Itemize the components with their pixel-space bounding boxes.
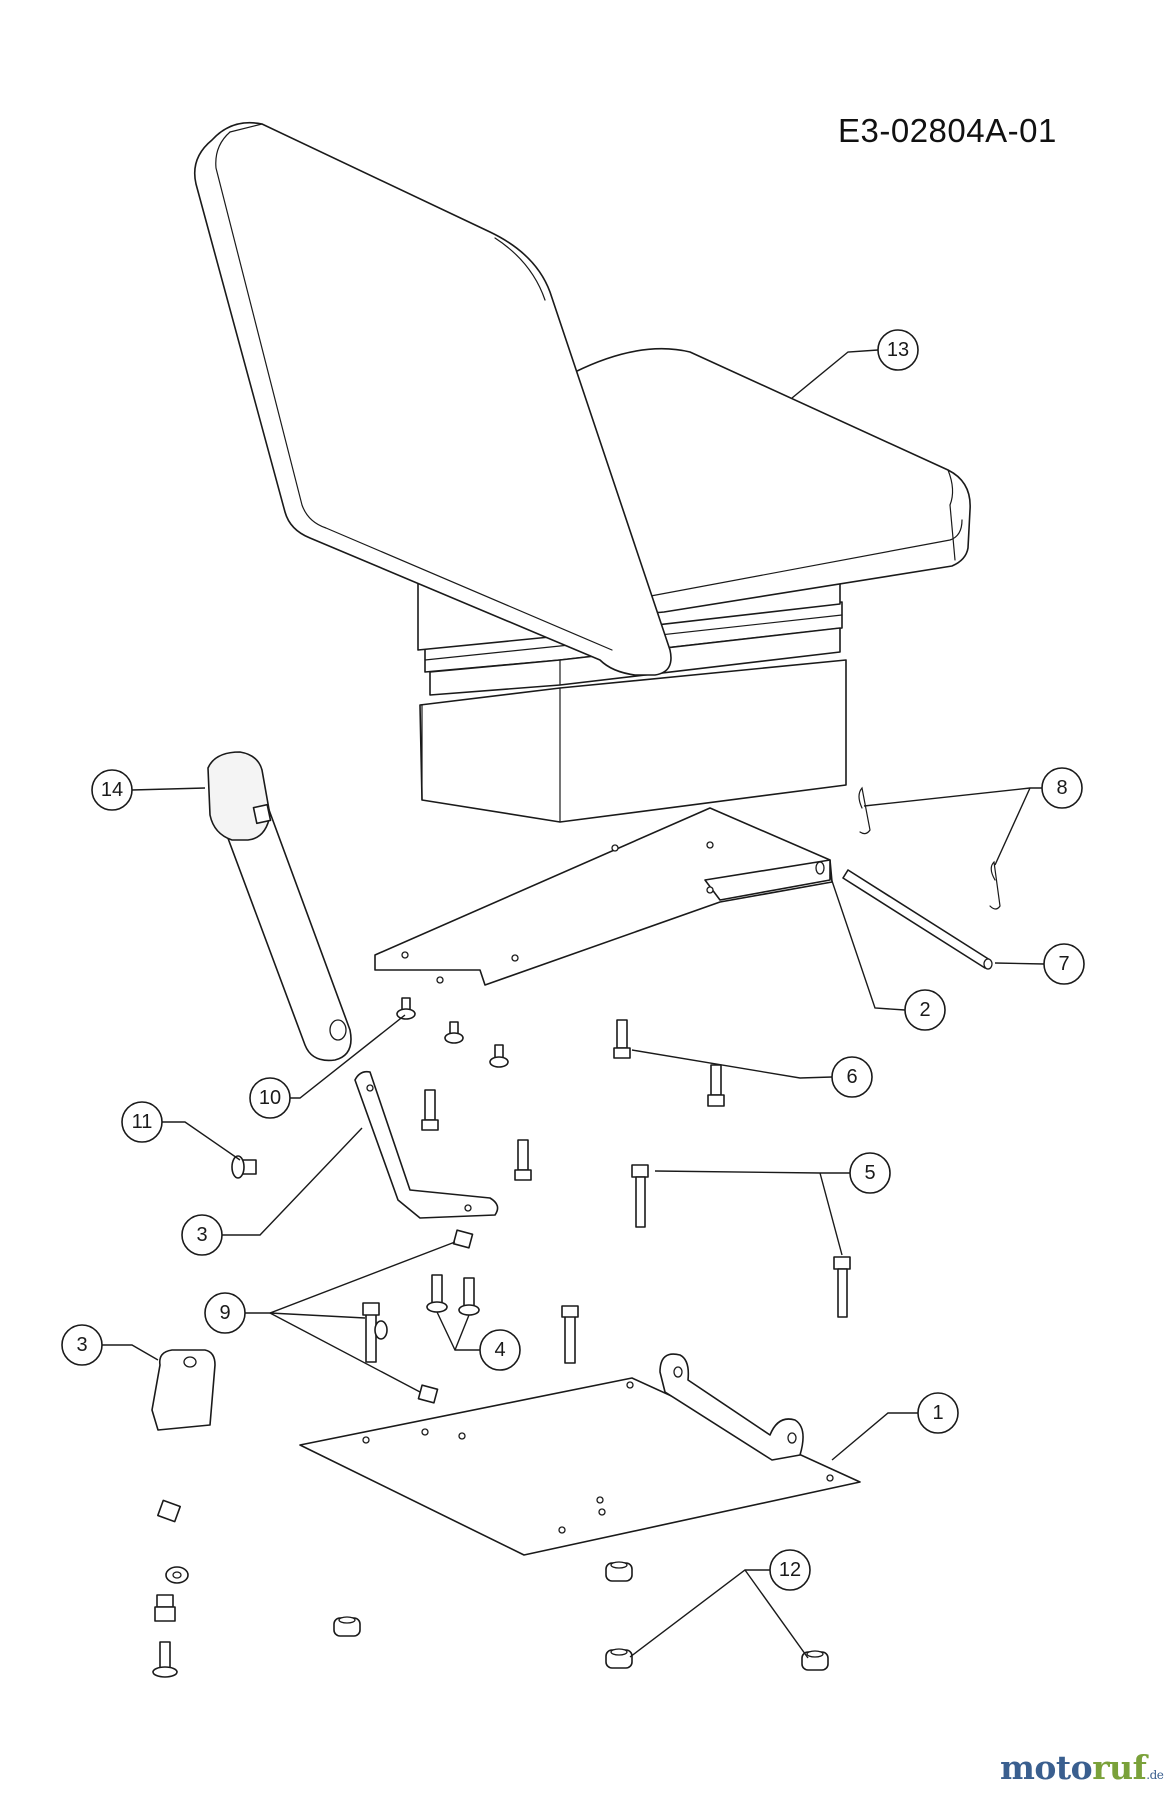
svg-text:11: 11 (132, 1111, 153, 1133)
base-plate (299, 1353, 861, 1556)
svg-text:13: 13 (887, 339, 909, 361)
svg-text:3: 3 (196, 1224, 207, 1246)
hair-clips (858, 786, 1001, 910)
svg-text:2: 2 (919, 999, 930, 1021)
bolts (231, 997, 851, 1404)
svg-text:5: 5 (864, 1162, 875, 1184)
svg-text:9: 9 (219, 1302, 230, 1324)
bracket-lower (151, 1349, 216, 1431)
bracket-upper (354, 1070, 499, 1219)
svg-text:3: 3 (76, 1334, 87, 1356)
callout-3-lower: 3 (61, 1324, 103, 1366)
callout-2: 2 (904, 989, 946, 1031)
svg-text:4: 4 (494, 1339, 505, 1361)
svg-text:8: 8 (1056, 777, 1067, 799)
callout-12: 12 (769, 1549, 811, 1591)
brand-tld: .de (1146, 1768, 1164, 1782)
callout-3-upper: 3 (181, 1214, 223, 1256)
callout-4: 4 (479, 1329, 521, 1371)
seat-assembly (193, 121, 971, 823)
callout-10: 10 (249, 1077, 291, 1119)
svg-text:7: 7 (1058, 953, 1069, 975)
callout-1: 1 (917, 1392, 959, 1434)
diagram-code: E3-02804A-01 (838, 112, 1057, 149)
pin (842, 869, 993, 970)
spacers (152, 1499, 829, 1678)
callout-6: 6 (831, 1056, 873, 1098)
svg-text:1: 1 (932, 1402, 943, 1424)
callout-9: 8 (1041, 767, 1083, 809)
svg-text:14: 14 (101, 779, 123, 801)
leader-lines (102, 349, 1045, 1659)
callout-5: 5 (849, 1152, 891, 1194)
callout-13: 13 (877, 329, 919, 371)
brand-name-part2: ruf (1092, 1748, 1147, 1787)
callout-7: 7 (1043, 943, 1085, 985)
callout-14: 14 (91, 769, 133, 811)
armrest (207, 751, 352, 1062)
brand-logo: motoruf.de (1000, 1748, 1164, 1787)
brand-name-part1: moto (1000, 1748, 1093, 1787)
seat-plate (374, 807, 833, 986)
svg-text:6: 6 (846, 1066, 857, 1088)
callout-11: 11 (121, 1101, 163, 1143)
svg-text:12: 12 (779, 1559, 801, 1581)
svg-text:10: 10 (259, 1087, 281, 1109)
callouts: 13 14 8 7 2 6 10 11 5 3 9 3 4 1 12 (61, 329, 1085, 1591)
callout-8: 9 (204, 1292, 246, 1334)
